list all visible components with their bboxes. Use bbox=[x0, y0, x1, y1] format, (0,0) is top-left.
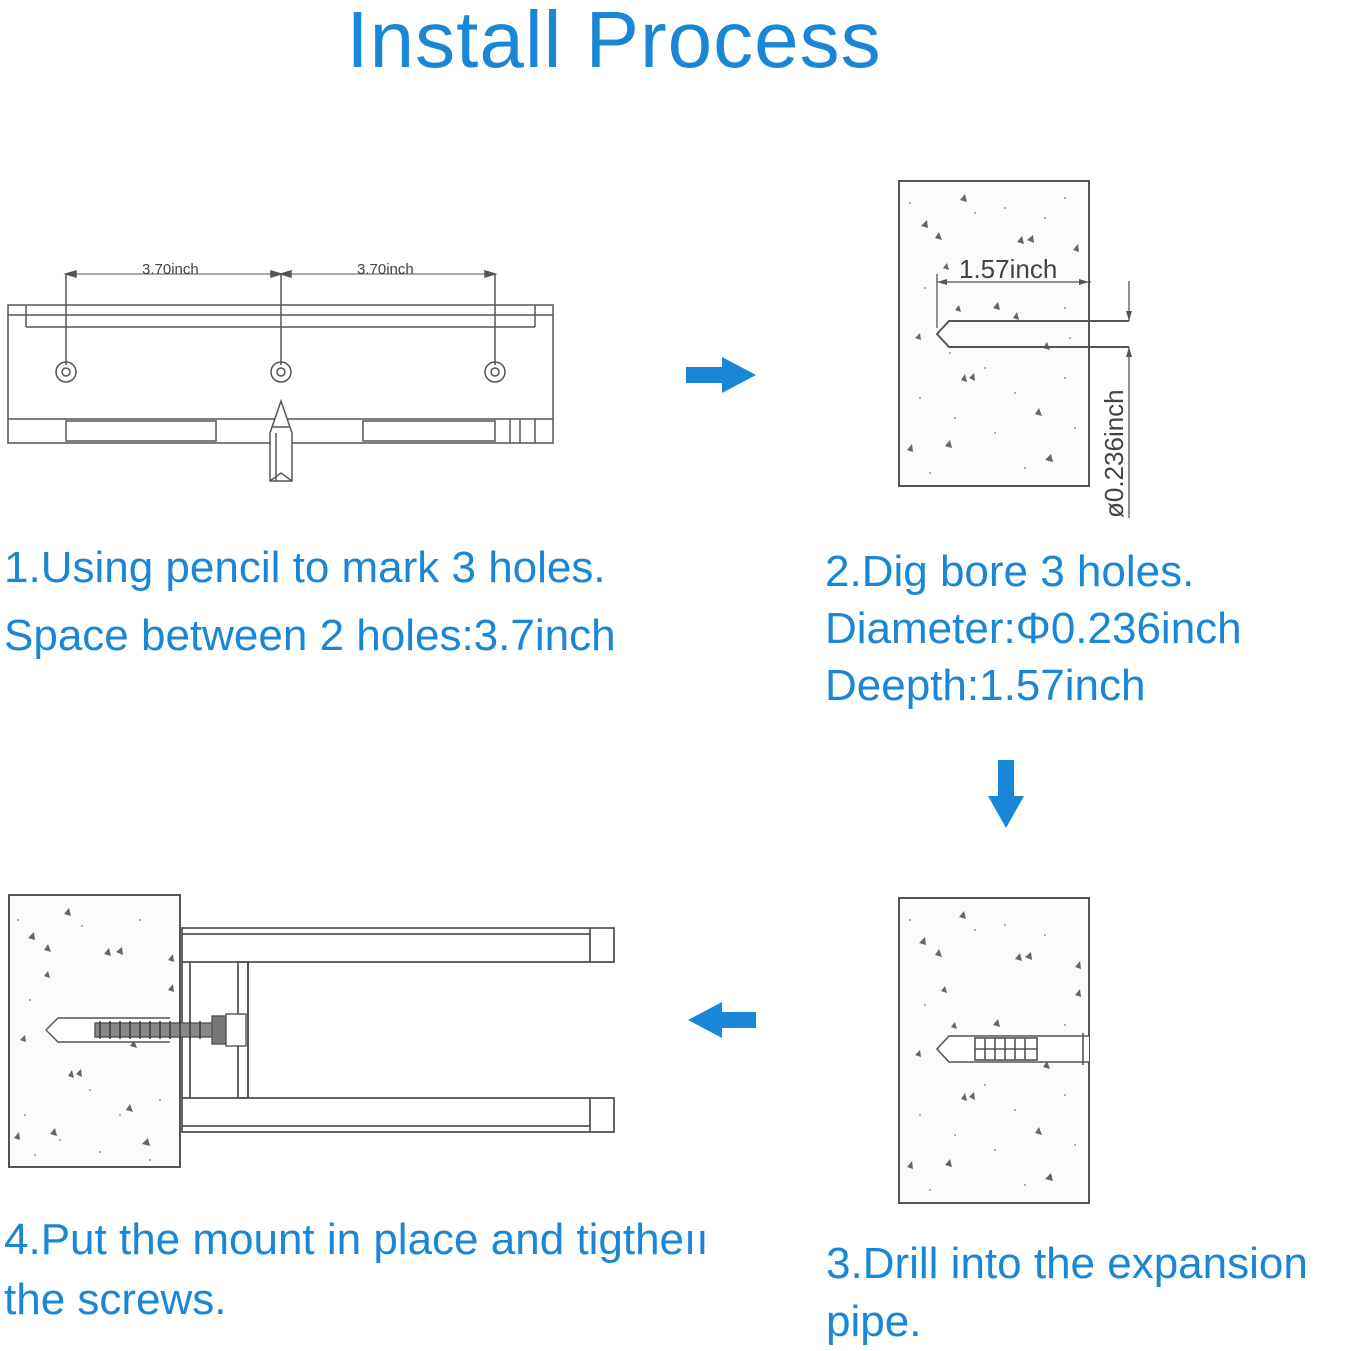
step3-caption-line2: pipe. bbox=[826, 1297, 922, 1346]
anchor-icon bbox=[935, 1033, 1089, 1065]
step2-caption-line3: Deepth:1.57inch bbox=[825, 661, 1146, 710]
step4-caption-line2: the screws. bbox=[4, 1275, 227, 1324]
pencil-icon bbox=[269, 398, 293, 482]
step3-anchor-diagram bbox=[898, 897, 1090, 1204]
arrow-left-icon bbox=[688, 1002, 756, 1038]
step3-caption-line1: 3.Drill into the expansion bbox=[826, 1239, 1308, 1288]
step4-caption-line1: 4.Put the mount in place and tigtheıı bbox=[4, 1215, 709, 1264]
step2-bore-diagram: 1.57inch ø0.236inch bbox=[898, 180, 1132, 518]
screw-icon bbox=[45, 1013, 247, 1047]
page-title: Install Process bbox=[346, 0, 882, 84]
depth-dimension-label: 1.57inch bbox=[959, 254, 1057, 284]
dimension-label-left: 3.70inch bbox=[142, 261, 199, 278]
diameter-dimension-label: ø0.236inch bbox=[1099, 389, 1129, 518]
step2-caption-line1: 2.Dig bore 3 holes. bbox=[825, 547, 1195, 596]
step1-caption-line1: 1.Using pencil to mark 3 holes. bbox=[4, 543, 606, 592]
arrow-down-icon bbox=[988, 760, 1024, 828]
dimension-label-right: 3.70inch bbox=[357, 261, 414, 278]
step1-caption-line2: Space between 2 holes:3.7inch bbox=[4, 611, 616, 660]
step4-mount-diagram bbox=[8, 894, 615, 1168]
step2-caption-line2: Diameter:Φ0.236inch bbox=[825, 604, 1242, 653]
arrow-right-icon bbox=[686, 357, 756, 393]
step1-rail-diagram: 3.70inch 3.70inch bbox=[7, 261, 554, 482]
